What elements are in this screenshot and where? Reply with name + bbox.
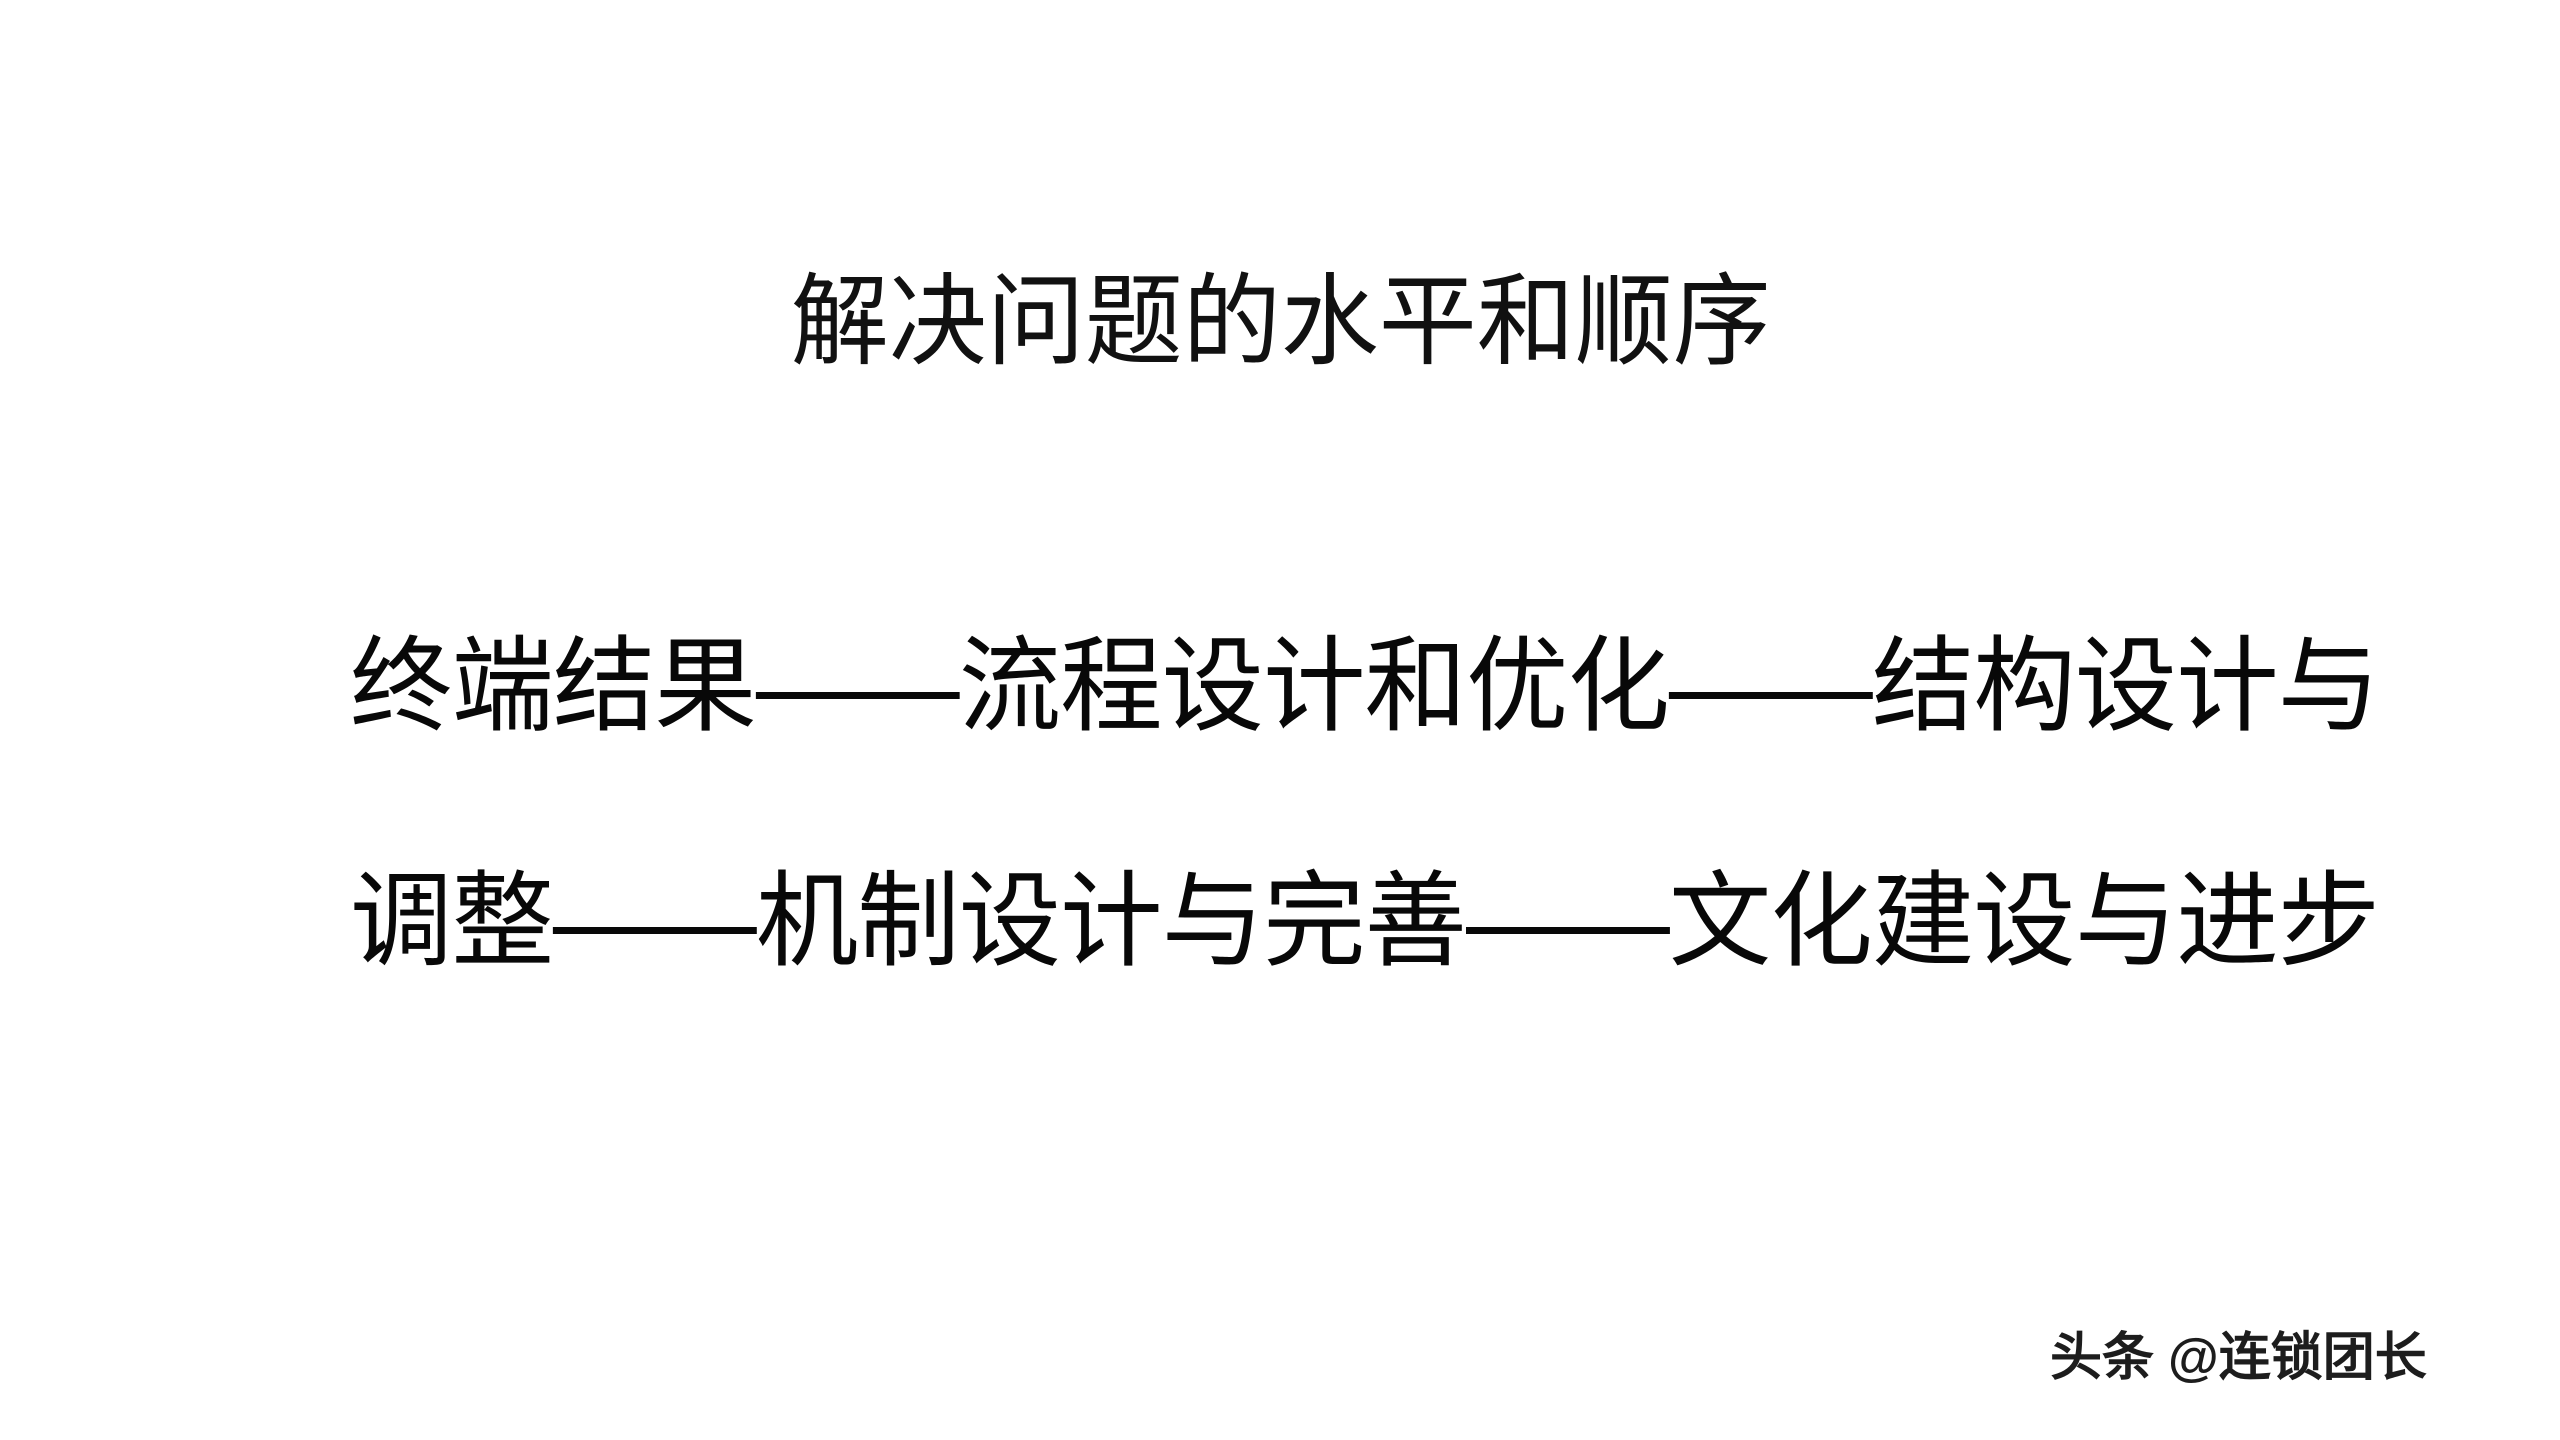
watermark: 头条@连锁团长	[2050, 1325, 2427, 1391]
slide-body: 终端结果——流程设计和优化——结构设计与 调整——机制设计与完善——文化建设与进…	[350, 570, 2380, 1040]
watermark-brand: 头条	[2050, 1329, 2155, 1387]
body-line-1: 终端结果——流程设计和优化——结构设计与	[350, 629, 2380, 745]
body-line-2: 调整——机制设计与完善——文化建设与进步	[350, 864, 2380, 980]
watermark-handle: @连锁团长	[2168, 1329, 2427, 1387]
page-title: 解决问题的水平和顺序	[790, 266, 1771, 378]
